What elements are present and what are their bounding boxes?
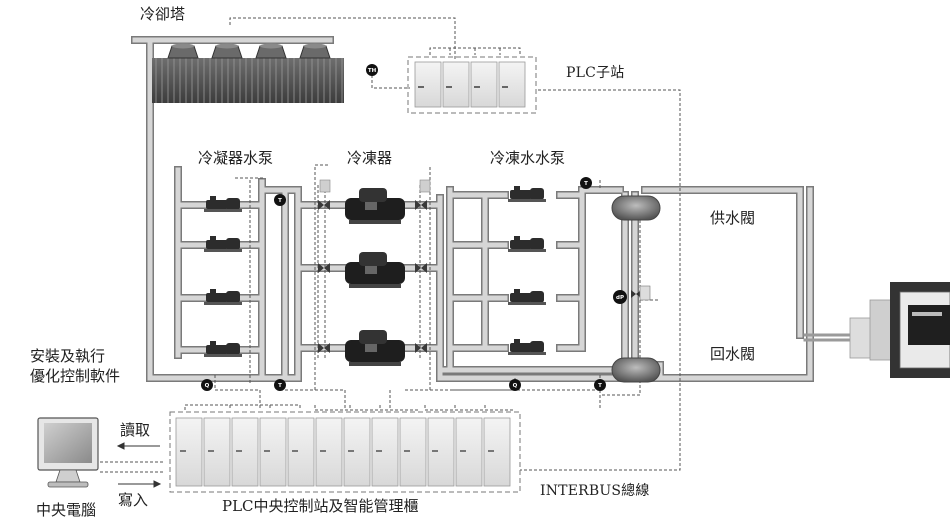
svg-text:TH: TH	[368, 68, 377, 74]
supply-header	[611, 195, 661, 221]
chilled-water-pump-label: 冷凍水水泵	[490, 149, 566, 167]
flow-sensor-icon: Q	[201, 379, 213, 391]
svg-text:T: T	[278, 383, 282, 389]
chiller-unit	[345, 330, 405, 366]
central-computer-icon	[37, 417, 99, 488]
condenser-pump	[204, 289, 242, 305]
sensor-group: TH T T Q T Q T dP	[201, 64, 627, 391]
svg-text:Q: Q	[205, 383, 210, 389]
chiller-label: 冷凍器	[347, 149, 393, 167]
cooling-tower	[152, 43, 344, 103]
plc-substation-label: PLC子站	[566, 65, 625, 81]
read-arrow-icon	[116, 442, 160, 450]
temperature-sensor-icon: T	[274, 379, 286, 391]
plc-central-label: PLC中央控制站及智能管理櫃	[222, 497, 419, 515]
chiller-unit	[345, 188, 405, 224]
return-valve-label: 回水閥	[710, 345, 756, 363]
temperature-humidity-sensor-icon: TH	[366, 64, 378, 76]
chilled-water-pump	[508, 339, 546, 355]
svg-text:Q: Q	[513, 383, 518, 389]
temperature-sensor-icon: T	[580, 177, 592, 189]
chilled-water-pump	[508, 289, 546, 305]
chiller-unit	[345, 252, 405, 288]
condenser-pump-group	[204, 196, 242, 357]
building-load-icon	[849, 282, 950, 378]
install-software-label: 安裝及執行 優化控制軟件	[30, 347, 121, 385]
supply-valve-label: 供水閥	[710, 209, 756, 227]
chilled-water-pump-group	[508, 186, 546, 355]
differential-pressure-sensor-icon: dP	[613, 290, 627, 304]
plc-substation-cabinet	[407, 56, 537, 114]
bypass-valve	[631, 290, 641, 298]
plc-central-control-cabinet	[169, 411, 521, 493]
read-label: 讀取	[120, 421, 151, 439]
svg-text:T: T	[598, 383, 602, 389]
chilled-water-pump	[508, 236, 546, 252]
condenser-pump	[204, 341, 242, 357]
svg-text:T: T	[278, 198, 282, 204]
cooling-tower-label: 冷卻塔	[140, 5, 186, 23]
condenser-pump	[204, 196, 242, 212]
central-computer-label: 中央電腦	[36, 501, 97, 519]
write-arrow-icon	[118, 480, 162, 488]
temperature-sensor-icon: T	[274, 194, 286, 206]
condenser-pump	[204, 236, 242, 252]
svg-text:dP: dP	[616, 295, 624, 301]
interbus-label: INTERBUS總線	[540, 483, 650, 499]
chiller-group	[318, 179, 431, 366]
flow-sensor-icon: Q	[509, 379, 521, 391]
condenser-pump-label: 冷凝器水泵	[198, 149, 274, 167]
temperature-sensor-icon: T	[594, 379, 606, 391]
chilled-water-pump	[508, 186, 546, 202]
return-header	[611, 357, 661, 383]
water-headers	[611, 195, 661, 383]
svg-text:T: T	[584, 181, 588, 187]
read-write-arrows	[116, 442, 162, 488]
write-label: 寫入	[118, 491, 149, 509]
